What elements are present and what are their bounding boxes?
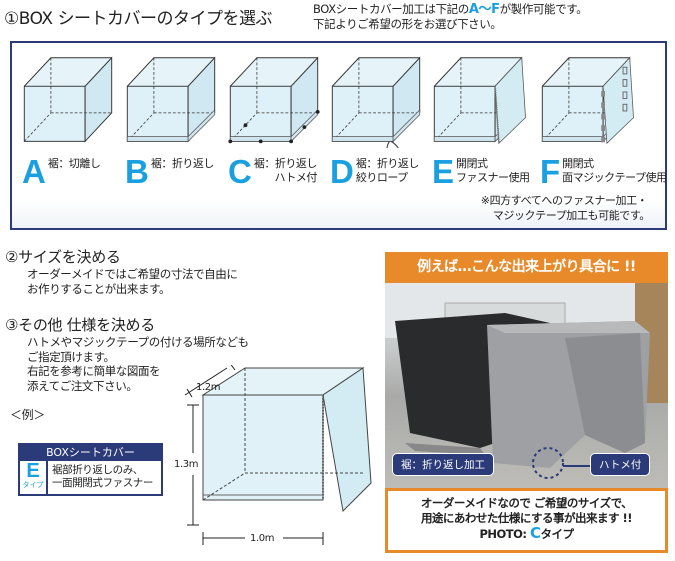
dimension-height: 1.3m (174, 459, 199, 470)
cube-icon (23, 56, 113, 143)
body-line: 添えてご注文下さい。 (27, 378, 138, 393)
body-line: ハトメやマジックテープの付ける場所なども (27, 335, 249, 349)
cube-icon (126, 56, 216, 143)
type-label: 裾：切離し (47, 157, 101, 170)
step1-title: ①BOX シートカバーのタイプを選ぶ (4, 9, 272, 29)
type-label: 開閉式 (456, 157, 488, 170)
cube-type-a (20, 53, 116, 148)
body-line: ご指定頂けます。 (27, 349, 115, 364)
badge-type: タイプ (22, 481, 44, 489)
step2-title: ②サイズを決める (5, 248, 121, 266)
cube-icon (228, 56, 320, 144)
cube-type-f (538, 53, 634, 148)
badge-title: BOXシートカバー (20, 445, 161, 461)
type-letter: A (22, 153, 46, 190)
footer-line: オーダーメイドなので ご希望のサイズで、 (420, 496, 633, 510)
type-label: 絞りロープ (355, 171, 408, 184)
photo-illustration (385, 283, 668, 479)
footer-line: 用途にあわせた仕様にする事が出来ます !! (420, 511, 633, 525)
note: ※四方すべてへのファスナー加工・ マジックテープ加工も可能です。 (480, 193, 651, 223)
type-label: 面マジックテープ使用 (562, 171, 667, 184)
photo-header: 例えば…こんな出来上がり具合に !! (385, 252, 668, 283)
cube-type-e (430, 53, 526, 148)
intro-text: BOXシートカバー加工は下記の (313, 2, 469, 16)
tag-hem: 裾：折り返し加工 (392, 453, 494, 476)
type-letter: F (540, 153, 561, 190)
body-line: 右記を参考に簡単な図面を (27, 364, 161, 378)
product-photo: 裾：折り返し加工 ハトメ付 (385, 283, 668, 488)
cube-icon (433, 56, 526, 145)
example-label: ＜例＞ (10, 408, 45, 422)
badge-line: 裾部折り返しのみ、 (52, 464, 143, 476)
tag-grommet: ハトメ付 (590, 453, 651, 476)
photo-footer: オーダーメイドなので ご希望のサイズで、 用途にあわせた仕様にする事が出来ます … (385, 488, 668, 553)
cube-icon (541, 56, 634, 145)
dimension-width: 1.0m (250, 533, 275, 544)
type-letter: E (432, 153, 455, 190)
step3-title: ③その他 仕様を決める (5, 316, 155, 334)
cube-type-b (123, 53, 219, 148)
body-line: オーダーメイドではご希望の寸法で自由に (27, 267, 238, 281)
type-label: 裾：折り返し (150, 157, 215, 170)
intro-text: 下記よりご希望の形をお選び下さい。 (313, 17, 502, 31)
type-letter: C (228, 153, 252, 190)
badge-letter: E (26, 460, 40, 482)
note-line: ※四方すべてへのファスナー加工・ (480, 194, 648, 207)
cube-type-d (328, 53, 424, 156)
body-line: お作りすることが出来ます。 (27, 281, 171, 296)
type-letter: D (330, 153, 354, 190)
type-label: 裾：折り返し (355, 157, 420, 170)
step2-body: オーダーメイドではご希望の寸法で自由に お作りすることが出来ます。 (27, 267, 238, 296)
photo-panel: 例えば…こんな出来上がり具合に !! 裾：折り返し加工 ハトメ付 オーダーメイド… (385, 252, 668, 553)
intro-range: A〜F (468, 2, 500, 17)
footer-type: タイプ (540, 527, 575, 541)
cube-type-c (226, 53, 322, 148)
step1-intro: BOXシートカバー加工は下記のA〜Fが製作可能です。 下記よりご希望の形をお選び… (313, 2, 588, 32)
type-letter: B (125, 153, 149, 190)
cube-icon (331, 56, 421, 156)
dimension-diagram (184, 365, 372, 545)
note-line: マジックテープ加工も可能です。 (492, 209, 651, 222)
footer-photo-label: PHOTO: (479, 527, 527, 541)
type-label: ハトメ付 (274, 171, 318, 184)
type-label: 裾：折り返し (253, 157, 318, 170)
footer-type-letter: C (530, 524, 541, 542)
step3-body: ハトメやマジックテープの付ける場所なども ご指定頂けます。 右記を参考に簡単な図… (27, 335, 249, 393)
dimension-depth: 1.2m (196, 382, 221, 393)
intro-text: が製作可能です。 (499, 2, 588, 16)
type-label: ファスナー使用 (456, 171, 530, 184)
type-label: 開閉式 (562, 157, 594, 170)
badge-line: 一面開閉式ファスナー (52, 477, 153, 489)
